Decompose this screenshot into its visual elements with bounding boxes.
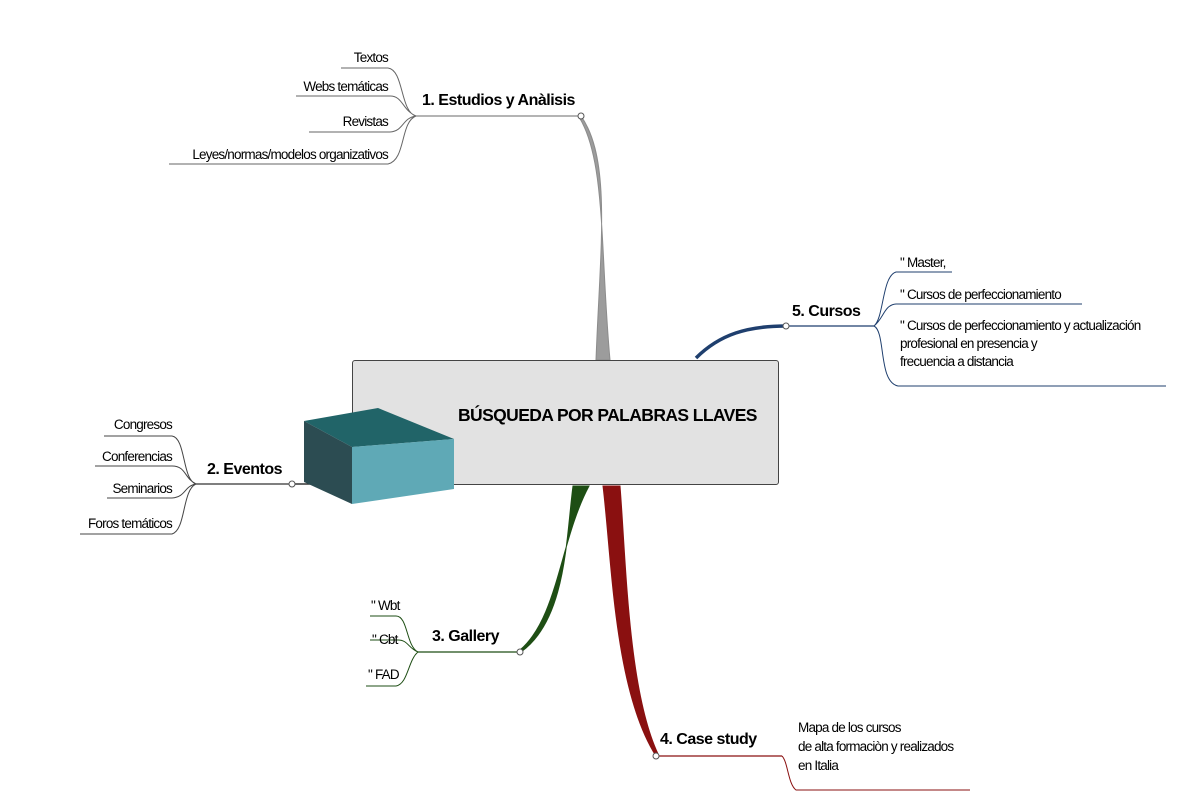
topic-foros-tematicos[interactable]: Foros temáticos xyxy=(87,516,173,531)
branch-label-cursos[interactable]: 5. Cursos xyxy=(792,303,861,320)
topic-conferencias[interactable]: Conferencias xyxy=(102,449,173,464)
topic-revistas[interactable]: Revistas xyxy=(342,114,389,129)
sub-connectors-gallery xyxy=(366,615,419,687)
topic-textos[interactable]: Textos xyxy=(353,50,389,65)
connector-gallery xyxy=(519,485,590,653)
topic-cursos-actualizacion-line-2: profesional en presencia y xyxy=(900,336,1038,351)
topic-cursos-actualizacion-line-3: frecuencia a distancia xyxy=(900,354,1014,369)
branch-label-estudios[interactable]: 1. Estudios y Anàlisis xyxy=(422,92,575,109)
sub-connectors-eventos xyxy=(80,435,197,535)
branch-label-eventos[interactable]: 2. Eventos xyxy=(207,461,283,478)
topic-webs-tematicas[interactable]: Webs temáticas xyxy=(303,79,388,94)
connector-cursos xyxy=(694,324,787,360)
topic-cursos-perfeccionamiento[interactable]: " Cursos de perfeccionamiento xyxy=(900,287,1062,302)
central-topic-title: BÚSQUEDA POR PALABRAS LLAVES xyxy=(458,405,757,425)
topic-mapa-cursos-line-2: de alta formaciòn y realizados xyxy=(798,739,954,754)
branch-label-gallery[interactable]: 3. Gallery xyxy=(432,628,500,645)
connector-case-study xyxy=(602,485,659,757)
sub-connector-case-study xyxy=(781,755,970,791)
connector-estudios xyxy=(578,115,611,361)
branch-label-case-study[interactable]: 4. Case study xyxy=(660,731,757,748)
topic-congresos[interactable]: Congresos xyxy=(113,417,173,432)
topic-mapa-cursos-line-3: en Italia xyxy=(798,758,839,773)
node-gallery[interactable] xyxy=(516,648,524,656)
topic-leyes-normas[interactable]: Leyes/normas/modelos organizativos xyxy=(192,147,388,162)
topic-fad[interactable]: " FAD xyxy=(368,667,400,682)
sub-connectors-estudios xyxy=(169,67,417,165)
topic-wbt[interactable]: " Wbt xyxy=(371,598,400,613)
node-eventos[interactable] xyxy=(288,480,296,488)
topic-mapa-cursos[interactable]: Mapa de los cursos de alta formaciòn y r… xyxy=(798,720,954,774)
node-cursos[interactable] xyxy=(782,322,790,330)
topic-seminarios[interactable]: Seminarios xyxy=(112,481,172,496)
topic-cursos-actualizacion-line-1: " Cursos de perfeccionamiento y actualiz… xyxy=(900,318,1141,333)
topic-cbt[interactable]: " Cbt xyxy=(372,632,398,647)
node-case-study[interactable] xyxy=(652,752,660,760)
topic-cursos-actualizacion[interactable]: " Cursos de perfeccionamiento y actualiz… xyxy=(900,318,1141,370)
topic-mapa-cursos-line-1: Mapa de los cursos xyxy=(798,720,901,735)
topic-master[interactable]: " Master, xyxy=(900,255,946,270)
sub-connectors-cursos xyxy=(873,271,1166,387)
node-estudios[interactable] xyxy=(577,112,585,120)
